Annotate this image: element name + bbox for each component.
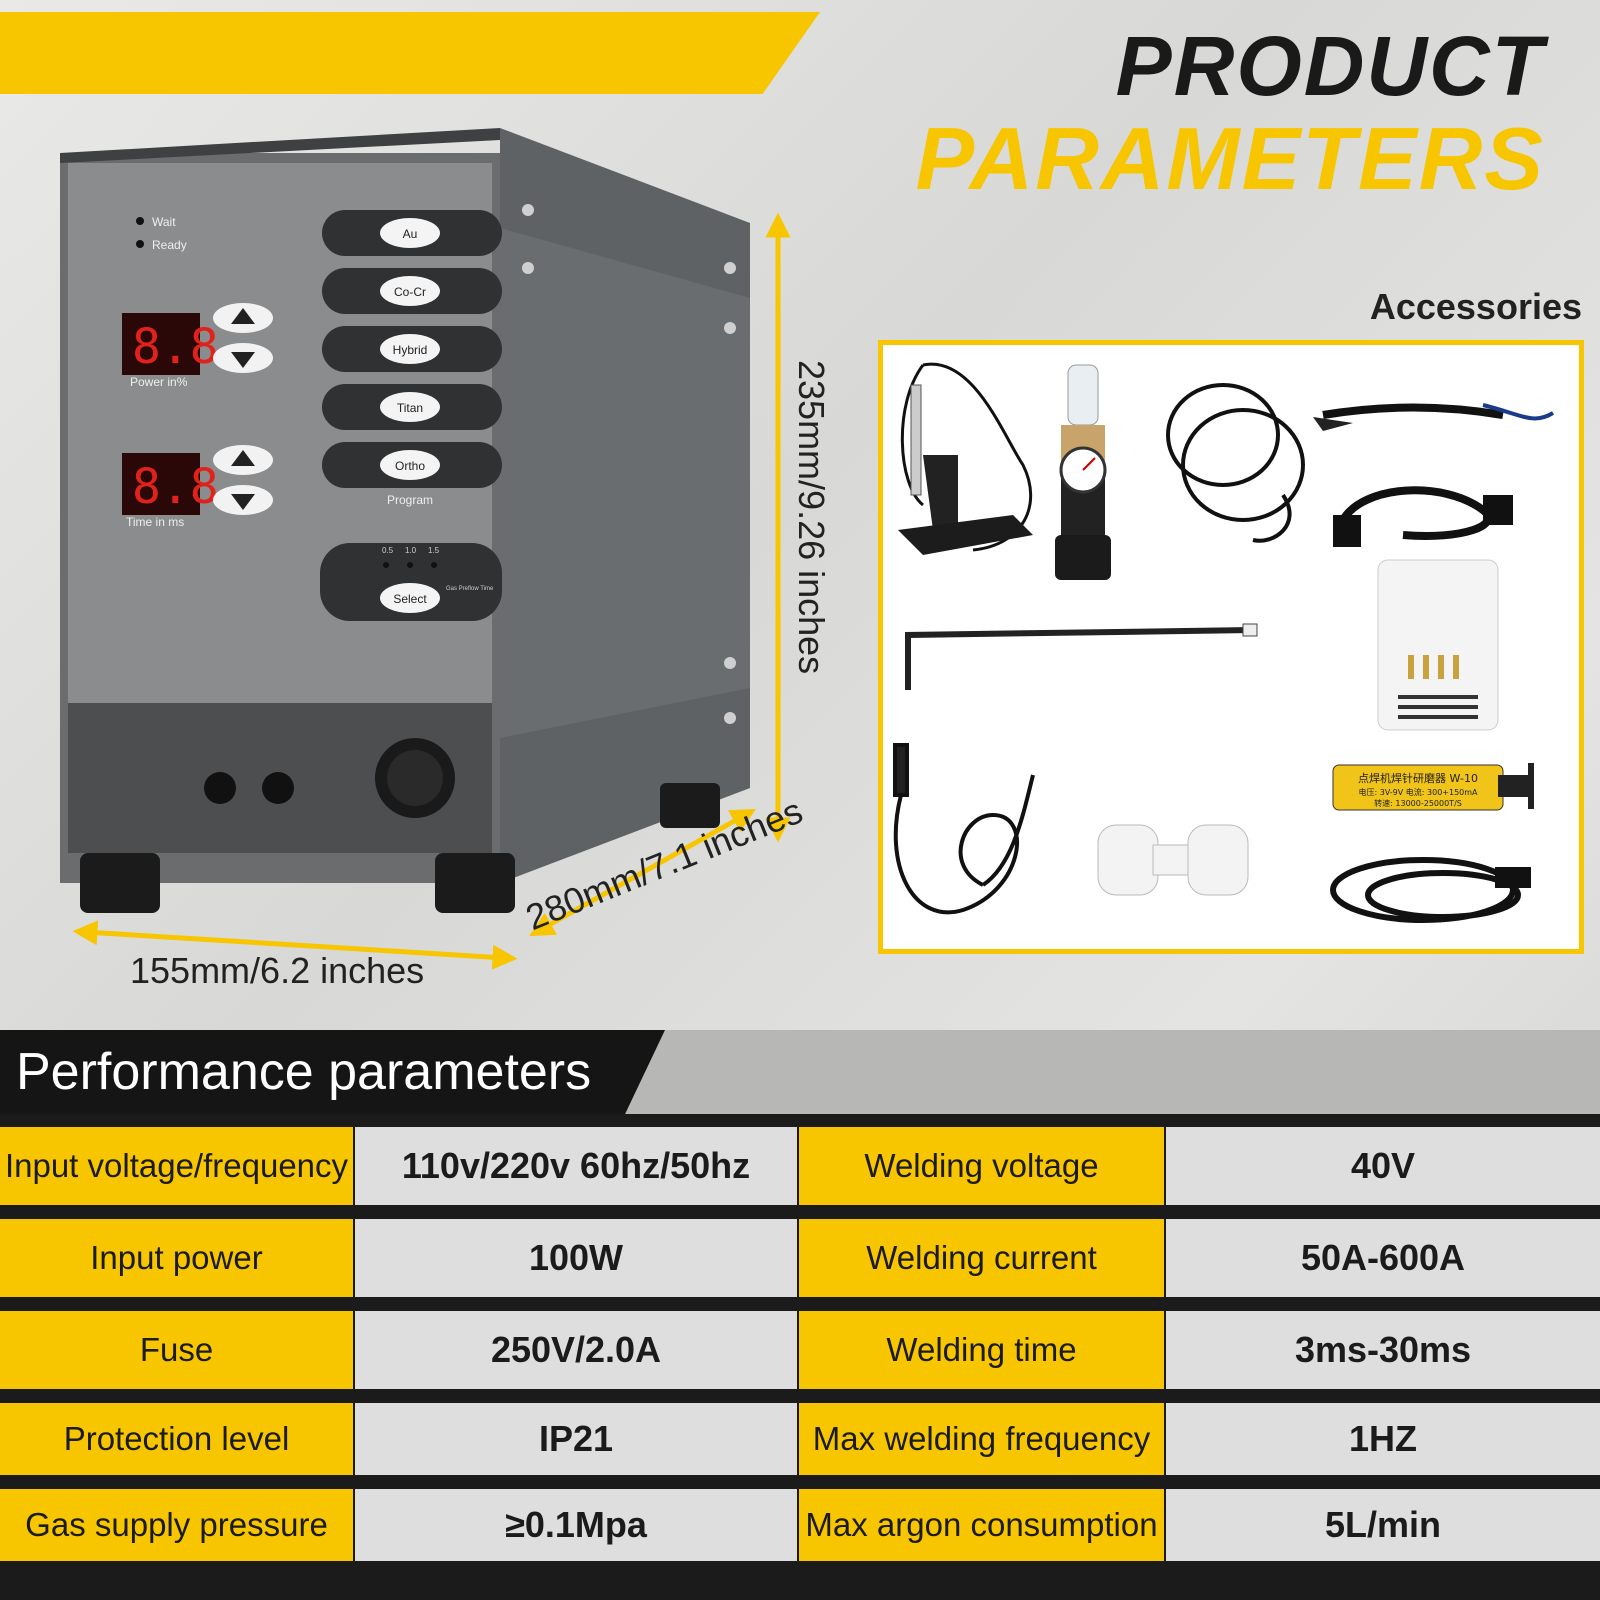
program-hybrid-button: Hybrid: [393, 343, 428, 357]
param-key: Protection level: [0, 1403, 353, 1475]
program-ortho-button: Ortho: [395, 459, 425, 473]
power-label: Power in%: [130, 375, 188, 389]
svg-text:1.0: 1.0: [405, 546, 417, 555]
page-title-line1: PRODUCT: [1115, 19, 1545, 113]
svg-text:电压: 3V-9V 电流: 300+150mA: 电压: 3V-9V 电流: 300+150mA: [1358, 787, 1478, 797]
param-value: 40V: [1166, 1127, 1600, 1205]
power-cord-icon: [1333, 486, 1513, 547]
param-key: Welding voltage: [799, 1127, 1164, 1205]
ready-indicator-label: Ready: [152, 238, 187, 252]
param-value: 110v/220v 60hz/50hz: [355, 1127, 797, 1205]
page-title-line2: PARAMETERS: [915, 109, 1545, 208]
performance-title: Performance parameters: [16, 1043, 592, 1101]
param-value: IP21: [355, 1403, 797, 1475]
svg-text:1.5: 1.5: [428, 546, 440, 555]
param-value: 3ms-30ms: [1166, 1311, 1600, 1389]
svg-text:Gas Preflow Time: Gas Preflow Time: [446, 586, 494, 592]
power-display: [122, 313, 200, 375]
time-label: Time in ms: [126, 515, 184, 529]
program-au-button: Au: [403, 227, 418, 241]
up-arrow-icon: [231, 308, 255, 324]
header-stripe: [0, 12, 820, 94]
param-key: Welding time: [799, 1311, 1164, 1389]
accessories-label: Accessories: [1369, 286, 1582, 327]
up-arrow-icon: [231, 450, 255, 466]
wait-indicator-label: Wait: [152, 215, 176, 229]
select-button: Select: [393, 592, 427, 606]
param-value: 250V/2.0A: [355, 1311, 797, 1389]
quick-connector-icon: [1097, 824, 1249, 896]
air-pressure-regulator-icon: [1055, 364, 1111, 580]
time-display-value: 8.8: [132, 459, 219, 515]
param-value: ≥0.1Mpa: [355, 1489, 797, 1561]
machine-foot: [435, 853, 515, 913]
performance-header: [0, 1030, 665, 1114]
param-key: Input voltage/frequency: [0, 1127, 353, 1205]
welding-pen-holder-icon: [898, 362, 1033, 555]
svg-text:0.5: 0.5: [382, 546, 394, 555]
param-key: Gas supply pressure: [0, 1489, 353, 1561]
machine-foot: [80, 853, 160, 913]
param-key: Max argon consumption: [799, 1489, 1164, 1561]
param-key: Max welding frequency: [799, 1403, 1164, 1475]
needle-grinder-icon: 点焊机焊针研磨器 W-10 电压: 3V-9V 电流: 300+150mA 转速…: [1332, 763, 1534, 811]
gas-hose-icon: [1166, 383, 1305, 543]
select-panel: [320, 543, 502, 621]
hex-key-icon: [905, 623, 1258, 690]
param-key: Fuse: [0, 1311, 353, 1389]
param-value: 5L/min: [1166, 1489, 1600, 1561]
spot-welder-machine: Wait Ready 8.8 Power in% 8.8 Time in ms …: [60, 128, 750, 913]
depth-arrow: [529, 808, 756, 937]
grinder-label: 点焊机焊针研磨器 W-10: [1358, 771, 1478, 785]
connector-socket-2: [262, 772, 294, 804]
width-arrow: [72, 920, 518, 970]
down-arrow-icon: [231, 494, 255, 510]
connector-socket-1: [204, 772, 236, 804]
ground-clip-cable-icon: [893, 743, 1035, 915]
accessories-panel: 点焊机焊针研磨器 W-10 电压: 3V-9V 电流: 300+150mA 转速…: [878, 340, 1584, 954]
welding-pen-icon: [1313, 403, 1555, 431]
usb-cable-icon: [1330, 857, 1531, 923]
param-key: Welding current: [799, 1219, 1164, 1297]
power-display-value: 8.8: [132, 319, 219, 375]
program-label: Program: [387, 493, 433, 507]
program-buttons: Au Co-Cr Hybrid Titan Ortho Program: [322, 210, 502, 507]
param-value: 50A-600A: [1166, 1219, 1600, 1297]
program-cocr-button: Co-Cr: [394, 285, 426, 299]
param-value: 1HZ: [1166, 1403, 1600, 1475]
height-dimension-label: 235mm/9.26 inches: [791, 360, 832, 675]
electrode-box-icon: [1377, 559, 1499, 731]
svg-text:转速: 13000-25000T/S: 转速: 13000-25000T/S: [1374, 798, 1462, 808]
param-value: 100W: [355, 1219, 797, 1297]
width-dimension-label: 155mm/6.2 inches: [130, 950, 425, 991]
param-key: Input power: [0, 1219, 353, 1297]
down-arrow-icon: [231, 352, 255, 368]
time-display: [122, 453, 200, 515]
program-titan-button: Titan: [397, 401, 423, 415]
